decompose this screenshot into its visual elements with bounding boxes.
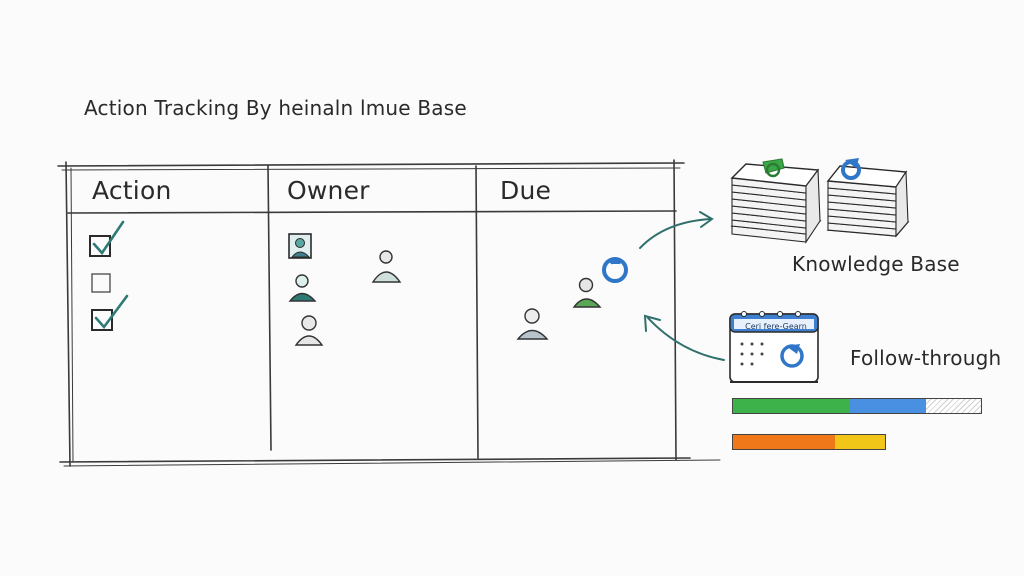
progress-segment	[926, 399, 981, 413]
sync-icon	[602, 257, 628, 283]
avatar-icon	[288, 274, 317, 302]
page-title: Action Tracking By heinaln lmue Base	[84, 96, 467, 120]
checkbox-checked[interactable]	[91, 294, 129, 331]
avatar-icon	[572, 277, 602, 308]
document-stack-icon	[826, 158, 910, 238]
checkbox-unchecked[interactable]	[91, 273, 111, 293]
column-header-owner: Owner	[287, 176, 370, 205]
avatar-icon	[516, 308, 549, 340]
arrow-to-knowledge-base	[639, 211, 714, 249]
avatar-icon	[294, 315, 324, 346]
progress-segment	[834, 435, 885, 449]
calendar-sync-icon	[729, 311, 819, 383]
progress-bar	[732, 398, 982, 414]
calendar-header-text: Ceri fere-Gearn	[745, 322, 807, 331]
checkbox-checked[interactable]	[89, 220, 125, 257]
column-header-action: Action	[92, 176, 172, 205]
arrow-from-follow-through	[643, 314, 725, 361]
follow-through-label: Follow-through	[850, 346, 1002, 370]
progress-segment	[733, 435, 835, 449]
table-frame	[57, 159, 721, 467]
progress-bar	[732, 434, 886, 450]
avatar-icon	[371, 250, 402, 283]
progress-segment	[733, 399, 850, 413]
avatar-icon	[288, 233, 312, 259]
column-header-due: Due	[500, 176, 552, 205]
progress-segment	[849, 399, 927, 413]
knowledge-base-label: Knowledge Base	[792, 252, 960, 276]
document-stack-icon	[730, 158, 822, 244]
